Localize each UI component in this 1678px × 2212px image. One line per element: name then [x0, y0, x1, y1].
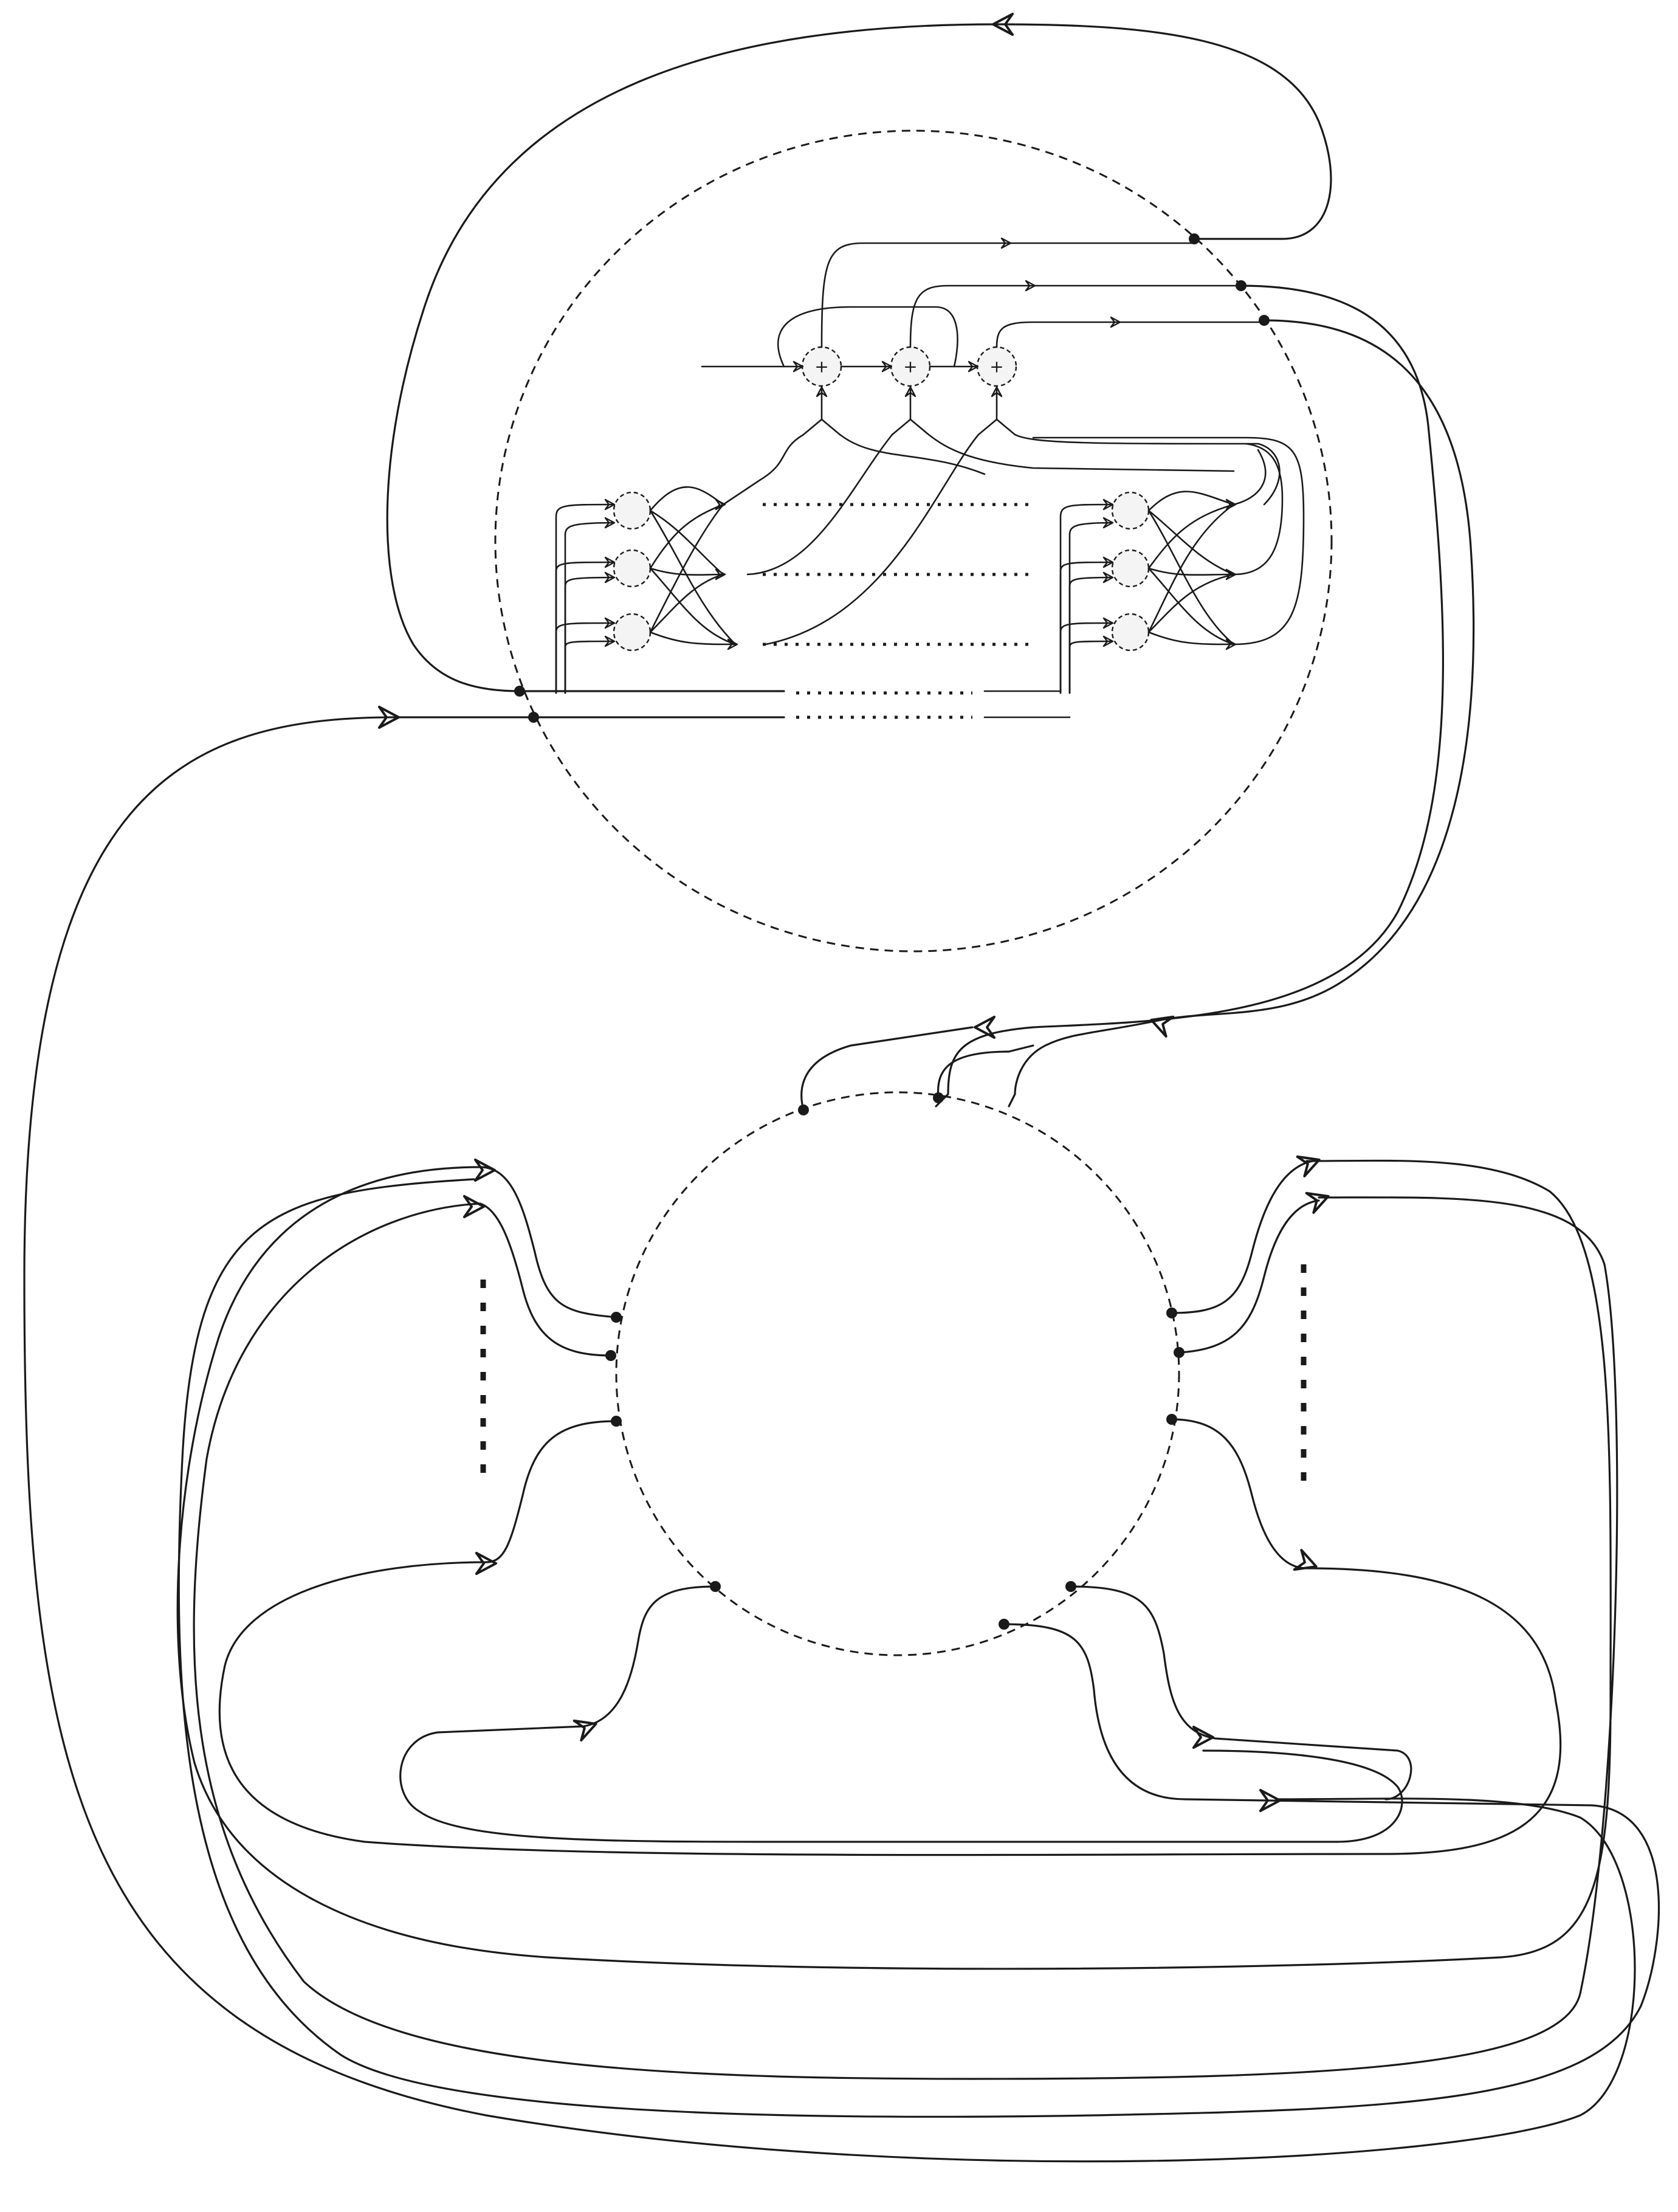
adder-node-3: + [976, 346, 1017, 387]
continuation-dots [763, 503, 1036, 719]
outer-connections [23, 13, 1636, 2163]
right-node-cluster [1032, 436, 1305, 694]
svg-text:+: + [903, 357, 917, 377]
adder-wiring [701, 237, 1281, 646]
bottom-component-ports [605, 1092, 1185, 1630]
adder-node-2: + [890, 346, 931, 387]
bottom-component-boundary [615, 1091, 1180, 1656]
svg-text:+: + [989, 357, 1003, 377]
top-component-boundary [494, 129, 1333, 953]
adder-row: + + + [801, 346, 1017, 387]
svg-text:+: + [814, 357, 828, 377]
left-node-cluster [555, 486, 738, 694]
top-component: + + + [494, 129, 1333, 953]
adder-node-1: + [801, 346, 842, 387]
bus-lines [518, 690, 1071, 718]
bottom-component [176, 1026, 1660, 2118]
